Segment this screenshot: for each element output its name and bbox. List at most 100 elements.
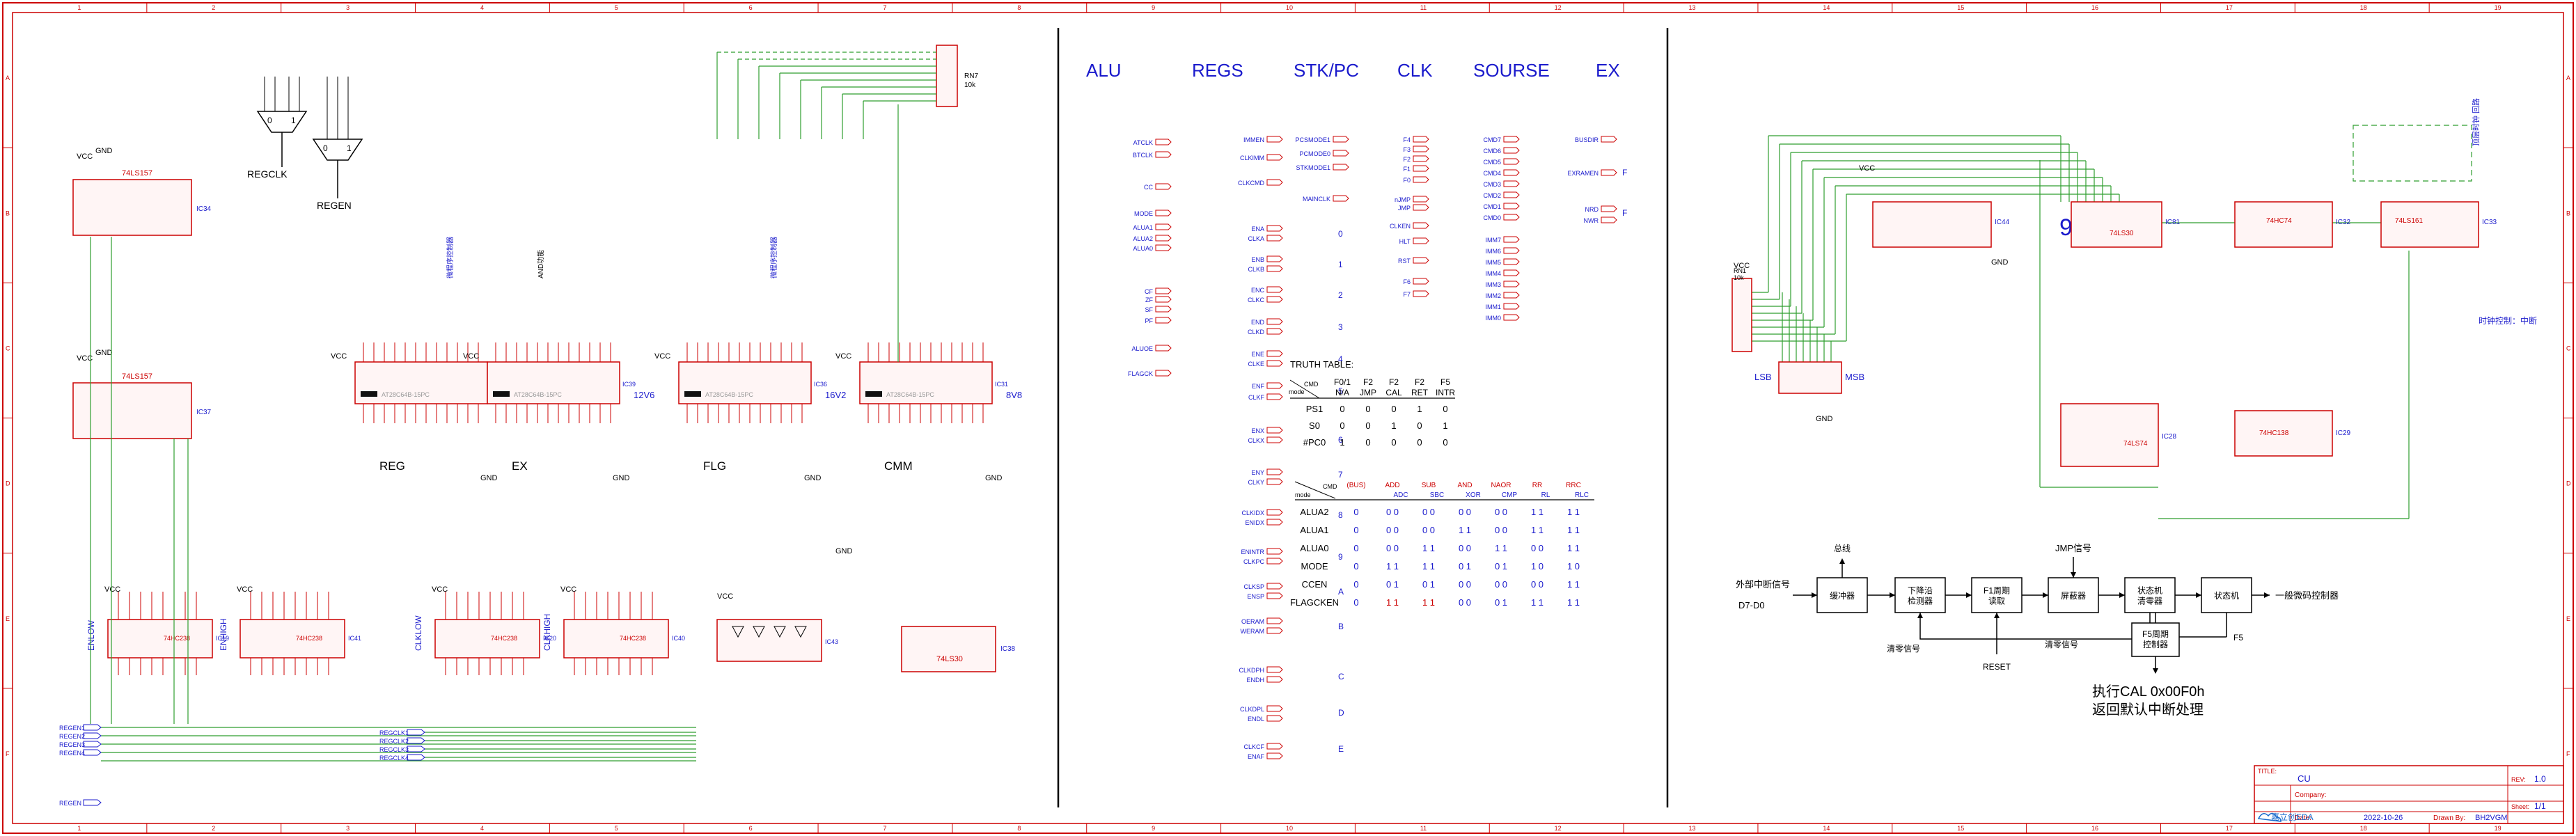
rn7-value: 10k bbox=[964, 81, 976, 89]
signal-port: ENAF bbox=[1248, 753, 1265, 760]
flow-f5-text: F5周期 bbox=[2142, 629, 2169, 639]
signal-port: ENIDX bbox=[1245, 519, 1264, 526]
signal-port: F6 bbox=[1403, 278, 1411, 285]
col-number: 13 bbox=[1689, 825, 1696, 832]
col-number: 14 bbox=[1823, 825, 1830, 832]
alu-cell: 0 0 bbox=[1459, 597, 1471, 608]
alu-cell: 0 0 bbox=[1495, 525, 1507, 535]
signal-port: NWR bbox=[1584, 217, 1599, 224]
column-header: SOURSE bbox=[1473, 60, 1550, 81]
eeprom-gnd: GND bbox=[480, 474, 498, 482]
alu-cell: 0 1 bbox=[1386, 579, 1399, 590]
msb-label: MSB bbox=[1845, 372, 1864, 382]
regs-number: 1 bbox=[1338, 260, 1343, 269]
eeprom-note: 12V6 bbox=[634, 390, 654, 400]
signal-port: NRD bbox=[1585, 206, 1599, 213]
ic32-part: 74HC74 bbox=[2266, 217, 2292, 225]
flow-box-text: 屏蔽器 bbox=[2061, 591, 2086, 601]
eeprom-vcc: VCC bbox=[835, 352, 851, 361]
signal-port: ENDL bbox=[1248, 716, 1264, 723]
title-block: TITLE: CU REV: 1.0 Company: Sheet: 1/1 D… bbox=[2254, 765, 2564, 824]
alu-cell: 0 0 bbox=[1531, 579, 1544, 590]
alu-col-head: RRC bbox=[1566, 482, 1581, 489]
hc238-chip bbox=[434, 619, 540, 658]
flow-box bbox=[2124, 577, 2176, 613]
eeprom-part: AT28C64B-15PC bbox=[382, 391, 430, 398]
rn1-block: RN1 10k bbox=[1731, 267, 1752, 352]
flow-bus-label: 总线 bbox=[1834, 544, 1851, 553]
rn7-block: RN7 10k bbox=[936, 45, 978, 107]
big-number-9: 9 bbox=[2059, 214, 2073, 241]
signal-port: ALUA0 bbox=[1133, 245, 1153, 252]
chip-notch bbox=[361, 391, 377, 397]
eeprom-note: 8V8 bbox=[1006, 390, 1022, 400]
truth-row-label: #PC0 bbox=[1303, 437, 1326, 448]
alu-cell: 1 1 bbox=[1531, 507, 1544, 517]
col-number: 6 bbox=[749, 825, 753, 832]
signal-port: FLAGCK bbox=[1128, 370, 1153, 377]
col-number: 12 bbox=[1555, 4, 1562, 11]
col-number: 3 bbox=[346, 4, 350, 11]
flow-note-2: 返回默认中断处理 bbox=[2092, 702, 2204, 718]
eda-logo: 嘉立创EDA bbox=[2257, 812, 2314, 822]
rn7-name: RN7 bbox=[964, 72, 978, 80]
alu-cell: 0 0 bbox=[1422, 525, 1435, 535]
gnd-label-2: GND bbox=[95, 349, 113, 357]
alu-cell: 1 0 bbox=[1531, 561, 1544, 571]
row-letter: D bbox=[2566, 480, 2571, 487]
alu-col-sub: RLC bbox=[1575, 491, 1589, 499]
col-number: 2 bbox=[212, 4, 215, 11]
signal-port: CMD1 bbox=[1483, 203, 1501, 210]
truth-title: TRUTH TABLE: bbox=[1290, 359, 1353, 370]
regs-number: 9 bbox=[1338, 552, 1343, 562]
col-number: 7 bbox=[883, 825, 886, 832]
signal-port: ENC bbox=[1251, 287, 1265, 294]
ic29-part: 74HC138 bbox=[2259, 429, 2289, 437]
flow-input-sub: D7-D0 bbox=[1738, 600, 1765, 610]
alu-row-label: CCEN bbox=[1302, 579, 1328, 590]
eeprom-name: REG bbox=[379, 459, 405, 473]
alu-cell: 0 0 bbox=[1459, 543, 1471, 553]
truth-row-label: S0 bbox=[1309, 420, 1320, 431]
hc238-part: 74HC238 bbox=[164, 635, 190, 642]
buffer-gate bbox=[794, 626, 807, 638]
alu-cell: 1 1 bbox=[1567, 507, 1580, 517]
alu-cell: 0 bbox=[1353, 597, 1358, 608]
eeprom-ic-label: IC36 bbox=[814, 381, 827, 388]
regs-number: 0 bbox=[1338, 229, 1343, 239]
truth-col-sub: INTR bbox=[1436, 388, 1455, 397]
hc238-vcc: VCC bbox=[104, 585, 120, 594]
col-number: 14 bbox=[1823, 4, 1830, 11]
alu-cell: 1 1 bbox=[1422, 543, 1435, 553]
alu-col-head: SUB bbox=[1422, 482, 1436, 489]
alu-cell: 0 1 bbox=[1495, 597, 1507, 608]
frame-ticks: 1122334455667788991010111112121313141415… bbox=[3, 3, 2573, 833]
col-number: 12 bbox=[1555, 825, 1562, 832]
col-number: 18 bbox=[2360, 4, 2367, 11]
col-number: 10 bbox=[1286, 825, 1293, 832]
signal-port: ENB bbox=[1251, 256, 1264, 263]
flow-box-text: 状态机 bbox=[2137, 586, 2162, 596]
alu-cell: 1 1 bbox=[1386, 561, 1399, 571]
eeprom-gnd: GND bbox=[804, 474, 822, 482]
vertical-note-2: 微程序控制器 bbox=[769, 237, 778, 278]
buffer-gate bbox=[773, 626, 786, 638]
regen-port: REGEN2 bbox=[59, 733, 85, 740]
truth-col-head: F2 bbox=[1415, 377, 1424, 387]
signal-port: RST bbox=[1398, 258, 1411, 265]
regclk-label: REGCLK bbox=[247, 168, 288, 180]
col-number: 9 bbox=[1152, 4, 1155, 11]
regs-number: 4 bbox=[1338, 354, 1343, 364]
alu-cell: 1 1 bbox=[1422, 597, 1435, 608]
truth-col-head: F5 bbox=[1440, 377, 1450, 387]
truth-cell: 1 bbox=[1391, 420, 1396, 431]
signal-port: CLKD bbox=[1248, 329, 1265, 336]
alu-cell: 0 0 bbox=[1386, 507, 1399, 517]
date-value: 2022-10-26 bbox=[2364, 814, 2403, 822]
signal-port: END bbox=[1251, 319, 1265, 326]
hc238-vcc: VCC bbox=[432, 585, 448, 594]
ic44-block: IC44 bbox=[1872, 201, 2010, 248]
truth-cell: 0 bbox=[1365, 420, 1370, 431]
regs-number: D bbox=[1338, 708, 1344, 718]
alu-cell: 0 0 bbox=[1422, 507, 1435, 517]
